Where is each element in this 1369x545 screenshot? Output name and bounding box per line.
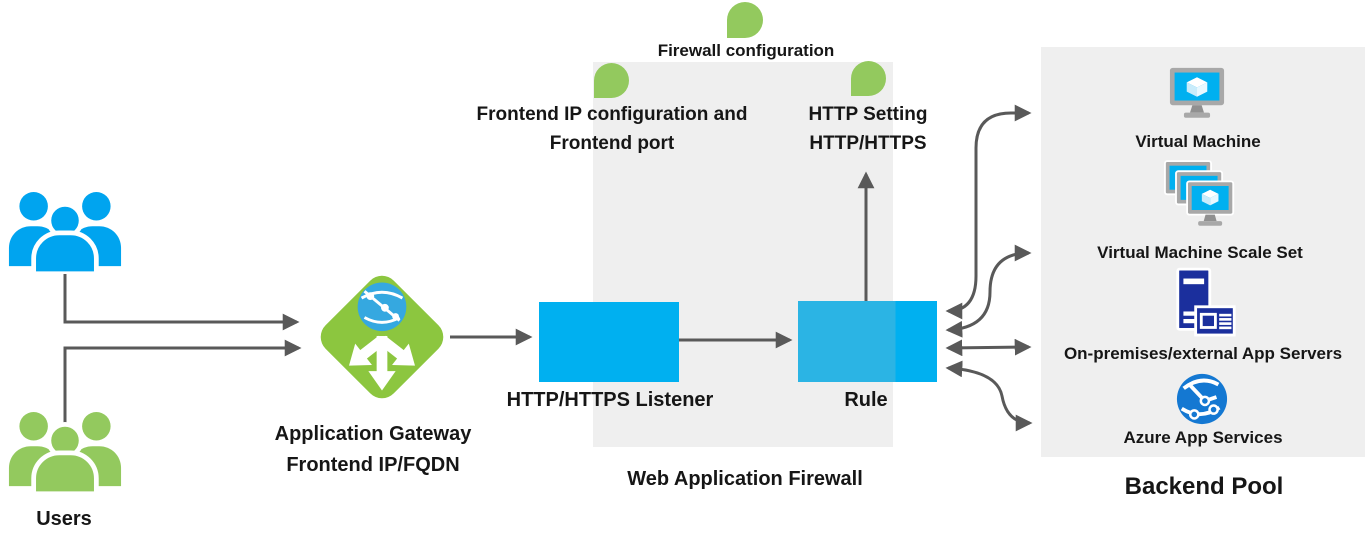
arrow-rule-vmss <box>945 244 1032 338</box>
http-https-listener-box <box>539 302 679 382</box>
gateway-arrows <box>349 335 415 391</box>
onprem-app-servers-label: On-premises/external App Servers <box>1063 344 1343 363</box>
rule-label: Rule <box>844 389 888 411</box>
arrow-users-green-to-gateway <box>63 339 302 440</box>
backend-pool-label: Backend Pool <box>1124 473 1284 500</box>
waf-region-label: Web Application Firewall <box>627 468 863 490</box>
virtual-machine-icon <box>1169 67 1225 118</box>
http-https-listener-label: HTTP/HTTPS Listener <box>506 389 714 411</box>
users-label: Users <box>36 508 92 530</box>
waf-region <box>593 62 893 447</box>
callout-dot-icon <box>594 63 629 98</box>
users-group-green-icon <box>8 412 122 494</box>
firewall-configuration-label: Firewall configuration <box>657 41 835 60</box>
application-gateway-label: Application Gateway Frontend IP/FQDN <box>274 423 472 476</box>
virtual-machine-label: Virtual Machine <box>1135 132 1261 151</box>
http-setting-label: HTTP Setting HTTP/HTTPS <box>808 104 928 155</box>
arrow-users-blue-to-gateway <box>63 252 300 331</box>
azure-app-services-icon <box>1176 373 1228 425</box>
arrow-rule-onprem <box>945 338 1032 357</box>
users-group-blue-icon <box>8 192 122 274</box>
azure-app-services-label: Azure App Services <box>1123 428 1283 447</box>
application-gateway-icon <box>320 275 444 399</box>
frontend-ip-configuration-label: Frontend IP configuration and Frontend p… <box>476 104 748 155</box>
onprem-app-servers-icon <box>1176 267 1236 337</box>
callout-dot-icon <box>851 61 886 96</box>
vm-scale-set-label: Virtual Machine Scale Set <box>1097 243 1303 262</box>
vm-scale-set-icon <box>1164 160 1235 226</box>
globe-icon <box>357 282 407 332</box>
callout-dot-icon <box>727 2 763 38</box>
arrow-rule-appservices <box>945 360 1033 432</box>
arrow-rule-vm <box>945 104 1032 320</box>
rule-box <box>798 301 937 382</box>
